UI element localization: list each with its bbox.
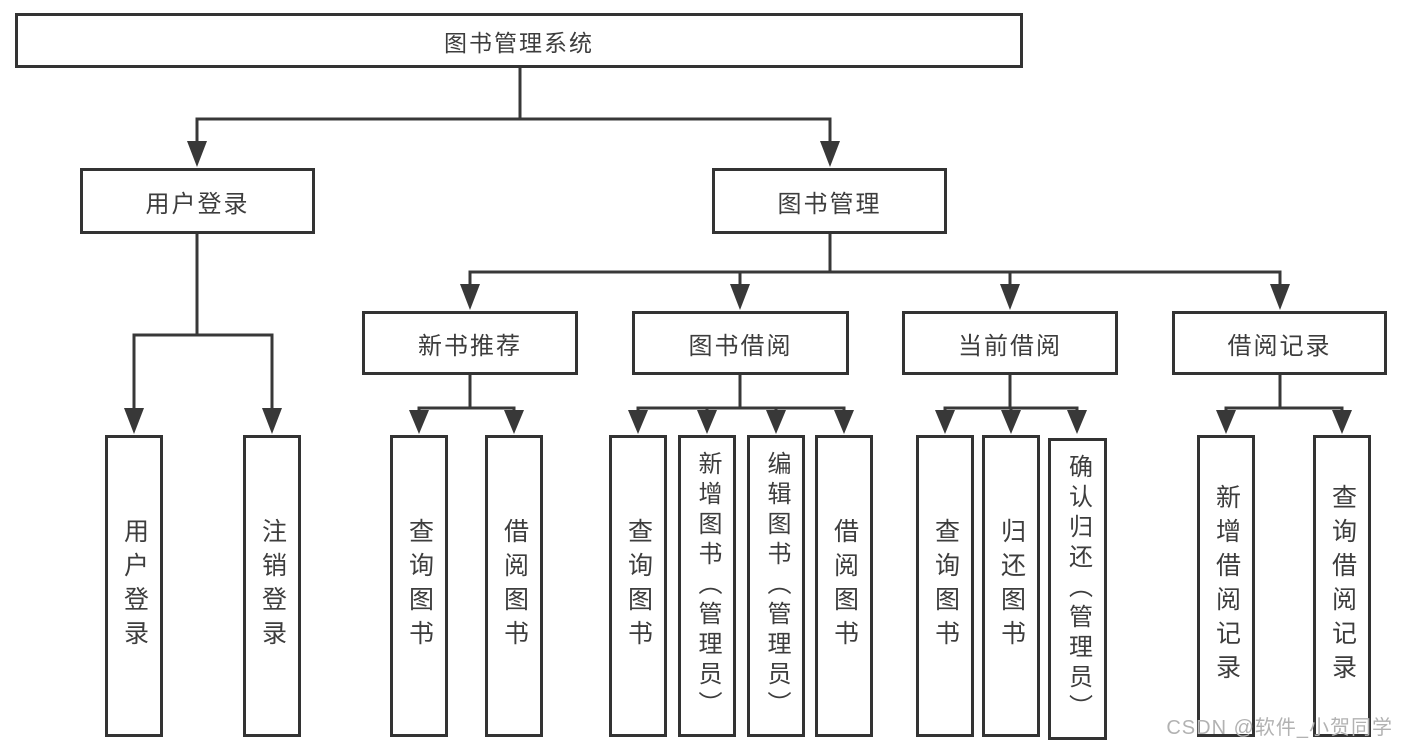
node-leaf-query-books-current: 查询图书 (916, 435, 974, 737)
node-borrow-records: 借阅记录 (1172, 311, 1387, 375)
node-leaf-edit-book-admin: 编辑图书（管理员） (747, 435, 805, 737)
connector-borrow-records-group (1224, 375, 1344, 412)
node-leaf-query-borrow-record: 查询借阅记录 (1313, 435, 1371, 737)
node-library-management-system: 图书管理系统 (15, 13, 1023, 68)
node-leaf-query-books-borrow: 查询图书 (609, 435, 667, 737)
arrowheads-level2 (460, 284, 1290, 310)
node-leaf-add-borrow-record: 新增借阅记录 (1197, 435, 1255, 737)
connector-book-management-to-level2 (468, 234, 1282, 286)
node-leaf-query-books-recommend: 查询图书 (390, 435, 448, 737)
connector-user-login-group (132, 234, 274, 410)
node-book-borrow: 图书借阅 (632, 311, 849, 375)
node-leaf-borrow-books-recommend: 借阅图书 (485, 435, 543, 737)
arrowheads-new-book-recommend-group (409, 410, 524, 434)
node-book-management: 图书管理 (712, 168, 947, 234)
arrowheads-user-login-group (124, 408, 282, 434)
connector-current-borrow-group (943, 375, 1079, 412)
watermark-csdn: CSDN @软件_小贺同学 (1166, 717, 1393, 739)
node-leaf-return-book: 归还图书 (982, 435, 1040, 737)
node-leaf-add-book-admin: 新增图书（管理员） (678, 435, 736, 737)
node-leaf-user-login: 用户登录 (105, 435, 163, 737)
arrowheads-borrow-records-group (1216, 410, 1352, 434)
connector-root-to-level1 (195, 68, 832, 143)
arrowheads-current-borrow-group (935, 410, 1087, 434)
node-leaf-borrow-books: 借阅图书 (815, 435, 873, 737)
arrowheads-level1 (187, 141, 840, 167)
node-leaf-logout: 注销登录 (243, 435, 301, 737)
node-new-book-recommend: 新书推荐 (362, 311, 578, 375)
node-leaf-confirm-return-admin: 确认归还（管理员） (1048, 438, 1107, 740)
connector-new-book-recommend-group (417, 375, 516, 412)
arrowheads-book-borrow-group (628, 410, 854, 434)
node-current-borrow: 当前借阅 (902, 311, 1118, 375)
node-user-login: 用户登录 (80, 168, 315, 234)
connector-book-borrow-group (636, 374, 846, 412)
